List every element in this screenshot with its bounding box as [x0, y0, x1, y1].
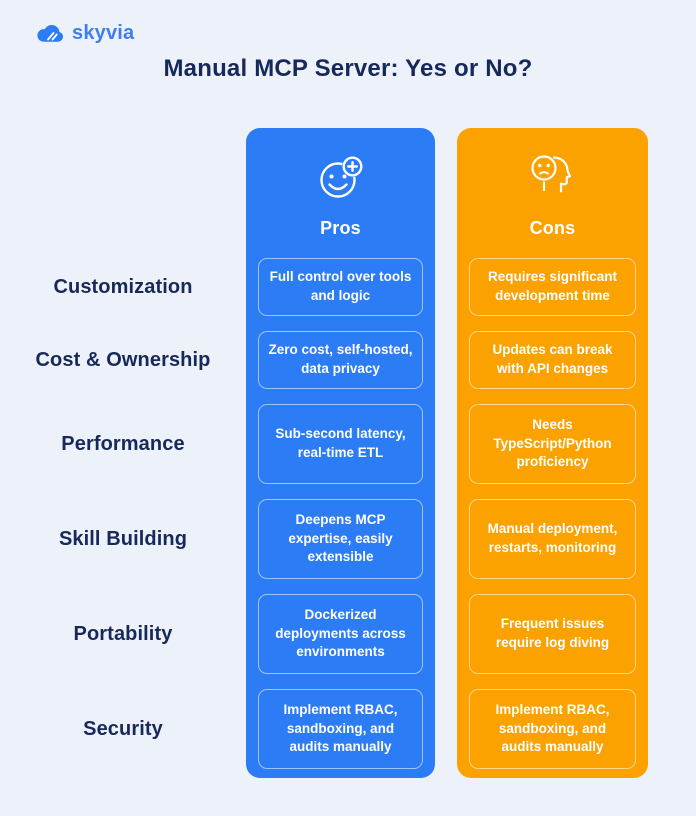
row-label-customization: Customization [53, 275, 193, 298]
pros-column-title: Pros [320, 217, 361, 238]
smiley-plus-icon [315, 152, 367, 209]
row-label-skill-building: Skill Building [58, 527, 188, 550]
row-label-cost-ownership: Cost & Ownership [35, 348, 211, 371]
pros-cell-skill-building: Deepens MCP expertise, easily extensible [258, 499, 423, 579]
pros-cell-performance: Sub-second latency, real-time ETL [258, 404, 423, 484]
row-label-security: Security [83, 717, 163, 740]
cons-cell-performance: Needs TypeScript/Python proficiency [469, 404, 636, 484]
pros-cell-customization: Full control over tools and logic [258, 258, 423, 316]
cons-column-header: Cons [457, 128, 648, 258]
cons-column-title: Cons [529, 217, 576, 238]
worried-head-icon [527, 152, 579, 209]
cloud-icon [36, 23, 66, 45]
pros-cell-security: Implement RBAC, sandboxing, and audits m… [258, 689, 423, 769]
cons-column: Cons Requires significant development ti… [457, 128, 648, 778]
cons-cell-portability: Frequent issues require log diving [469, 594, 636, 674]
row-label-portability: Portability [73, 622, 173, 645]
pros-cell-portability: Dockerized deployments across environmen… [258, 594, 423, 674]
pros-column: Pros Full control over tools and logic Z… [246, 128, 435, 778]
pros-column-header: Pros [246, 128, 435, 258]
brand-name: skyvia [72, 22, 135, 44]
page-title: Manual MCP Server: Yes or No? [163, 55, 533, 82]
cons-cell-cost-ownership: Updates can break with API changes [469, 331, 636, 389]
pros-cell-cost-ownership: Zero cost, self-hosted, data privacy [258, 331, 423, 389]
labels-spacer [0, 128, 246, 258]
cons-cell-security: Implement RBAC, sandboxing, and audits m… [469, 689, 636, 769]
row-labels-column: Customization Cost & Ownership Performan… [0, 128, 246, 784]
cons-cell-skill-building: Manual deployment, restarts, monitoring [469, 499, 636, 579]
brand-logo: skyvia [36, 22, 134, 45]
row-label-performance: Performance [61, 432, 185, 455]
cons-cell-customization: Requires significant development time [469, 258, 636, 316]
